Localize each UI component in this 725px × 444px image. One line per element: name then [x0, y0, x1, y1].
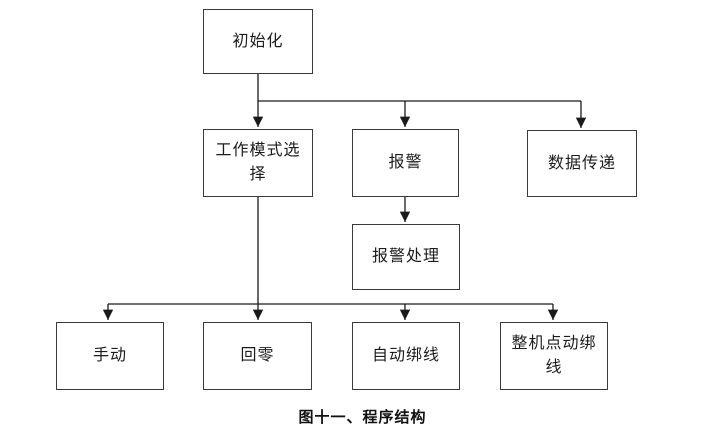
node-manual-label: 手动: [92, 347, 127, 364]
node-initialization: 初始化: [203, 9, 313, 74]
node-return-zero-label: 回零: [240, 347, 275, 364]
node-data-transfer: 数据传递: [527, 130, 637, 197]
node-initialization-label: 初始化: [232, 32, 284, 50]
node-return-zero: 回零: [203, 322, 312, 390]
node-auto-wire-binding: 自动绑线: [352, 322, 460, 390]
node-work-mode-selection-label: 工作模式选择: [215, 142, 301, 183]
node-work-mode-selection: 工作模式选择: [203, 129, 313, 197]
figure-caption: 图十一、程序结构: [298, 410, 427, 426]
node-alarm: 报警: [352, 129, 459, 197]
node-data-transfer-label: 数据传递: [547, 154, 616, 172]
node-alarm-handling-label: 报警处理: [371, 248, 440, 265]
node-alarm-label: 报警: [388, 154, 423, 171]
node-alarm-handling: 报警处理: [352, 224, 460, 290]
node-manual: 手动: [56, 322, 164, 390]
node-auto-wire-binding-label: 自动绑线: [371, 347, 440, 364]
node-whole-machine-jog-binding: 整机点动绑线: [500, 322, 608, 390]
node-whole-machine-jog-binding-label: 整机点动绑线: [511, 335, 597, 376]
